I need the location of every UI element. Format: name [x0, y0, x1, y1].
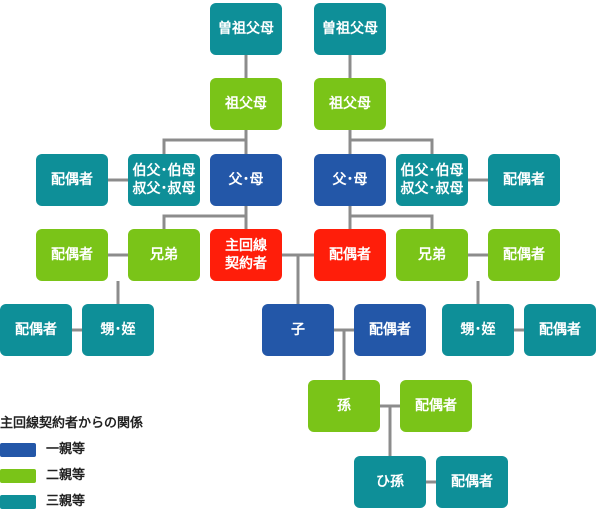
node-contract-holder: 主回線 契約者	[210, 229, 282, 281]
node-spouse: 配偶者	[314, 229, 386, 281]
connector-line	[162, 214, 246, 229]
node-grandchild-spouse: 配偶者	[400, 380, 472, 432]
node-great-grandparents-left: 曽祖父母	[210, 3, 282, 55]
node-great-grandparents-right: 曽祖父母	[314, 3, 386, 55]
connector-line	[350, 214, 434, 229]
legend-label-first-degree: 一親等	[46, 442, 86, 457]
node-aunt-uncle-spouse-left: 配偶者	[36, 154, 108, 206]
legend-label-third-degree: 三親等	[46, 494, 86, 509]
node-nephew-spouse-right: 配偶者	[524, 304, 596, 356]
node-great-grandchild-spouse: 配偶者	[436, 456, 508, 508]
node-child: 子	[262, 304, 334, 356]
connector-line	[162, 138, 246, 154]
node-grandparents-left: 祖父母	[210, 78, 282, 130]
node-great-grandchild: ひ孫	[354, 456, 426, 508]
node-sibling-spouse-left: 配偶者	[36, 229, 108, 281]
node-grandparents-right: 祖父母	[314, 78, 386, 130]
node-siblings-left: 兄弟	[128, 229, 200, 281]
node-nephew-niece-right: 甥･姪	[442, 304, 514, 356]
legend-swatch-first-degree	[0, 443, 36, 457]
legend-swatch-second-degree	[0, 469, 36, 483]
node-nephew-spouse-left: 配偶者	[0, 304, 72, 356]
node-sibling-spouse-right: 配偶者	[488, 229, 560, 281]
legend-label-second-degree: 二親等	[46, 468, 86, 483]
node-aunt-uncle-spouse-right: 配偶者	[488, 154, 560, 206]
node-grandchild: 孫	[308, 380, 380, 432]
node-parents-left: 父･母	[210, 154, 282, 206]
node-aunt-uncle-left: 伯父･伯母 叔父･叔母	[128, 154, 200, 206]
legend-item-second-degree: 二親等	[0, 468, 180, 484]
legend-swatch-third-degree	[0, 495, 36, 509]
legend-item-third-degree: 三親等	[0, 494, 180, 510]
node-child-spouse: 配偶者	[354, 304, 426, 356]
node-aunt-uncle-right: 伯父･伯母 叔父･叔母	[396, 154, 468, 206]
node-siblings-right: 兄弟	[396, 229, 468, 281]
connector-line	[350, 138, 434, 154]
node-nephew-niece-left: 甥･姪	[82, 304, 154, 356]
legend-item-first-degree: 一親等	[0, 442, 180, 458]
node-parents-right: 父･母	[314, 154, 386, 206]
legend-title: 主回線契約者からの関係	[0, 416, 144, 431]
